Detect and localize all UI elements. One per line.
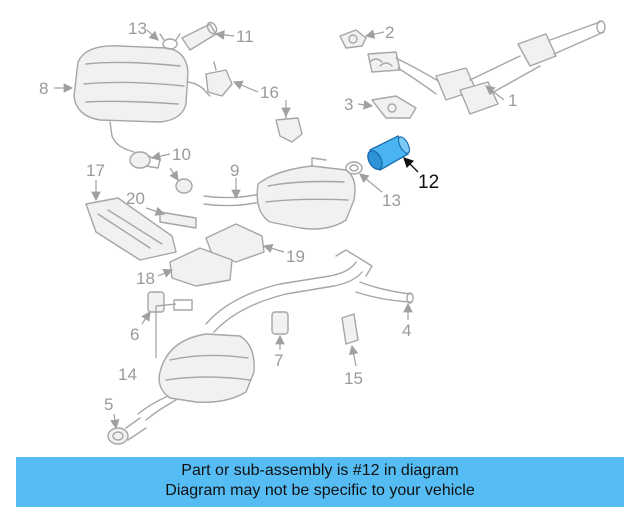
callout-15: 15	[344, 369, 363, 388]
shield-20-part	[159, 211, 197, 229]
gasket-2-part	[339, 29, 367, 49]
rear-muffler-part	[73, 45, 211, 153]
callout-5: 5	[104, 395, 113, 414]
front-muffler-part	[137, 333, 255, 421]
callout-8: 8	[39, 79, 48, 98]
callout-13-bottom: 13	[382, 191, 401, 210]
mount-7-part	[271, 311, 289, 335]
callout-7: 7	[274, 351, 283, 370]
clamp-mid-part	[175, 178, 193, 194]
heat-shield-18-part	[169, 247, 233, 287]
callout-14: 14	[118, 365, 137, 384]
tail-pipe-tip-12-highlighted-part	[367, 135, 411, 171]
center-muffler-9-part	[203, 157, 356, 230]
callout-16: 16	[260, 83, 279, 102]
intermediate-pipe-4-part	[205, 249, 414, 333]
callout-17: 17	[86, 161, 105, 180]
callout-12-highlighted: 12	[418, 172, 439, 193]
callout-9: 9	[230, 161, 239, 180]
gasket-3-part	[371, 95, 417, 119]
callout-20: 20	[126, 189, 145, 208]
exhaust-parts-diagram: 13 11 2 8 16 3 1 10 9 12 13 17 20 19 18 …	[39, 19, 606, 445]
clamp-10-part	[129, 151, 161, 169]
hanger-16-part	[205, 61, 303, 143]
callout-19: 19	[286, 247, 305, 266]
callout-3: 3	[344, 95, 353, 114]
callout-10: 10	[172, 145, 191, 164]
mount-6-part	[147, 291, 193, 313]
clamp-13-bottom-part	[345, 161, 363, 175]
tail-pipe-5-part	[107, 417, 147, 445]
callout-18: 18	[136, 269, 155, 288]
callout-13-top: 13	[128, 19, 147, 38]
callout-2: 2	[385, 23, 394, 42]
tail-pipe-tip-11-part	[181, 21, 218, 51]
callout-6: 6	[130, 325, 139, 344]
callout-11: 11	[236, 27, 254, 46]
banner-line-disclaimer: Diagram may not be specific to your vehi…	[165, 482, 475, 499]
callout-1: 1	[508, 91, 517, 110]
clamp-13-top-part	[159, 33, 181, 50]
banner-line-part-number: Part or sub-assembly is #12 in diagram	[181, 462, 459, 479]
callout-4: 4	[402, 321, 411, 340]
diagram-notice-banner: Part or sub-assembly is #12 in diagram D…	[16, 457, 624, 507]
bracket-15-part	[341, 313, 359, 345]
leader-lines	[54, 29, 505, 430]
heat-shield-17-part	[85, 197, 177, 261]
front-pipe-catalytic-1-part	[367, 20, 606, 115]
